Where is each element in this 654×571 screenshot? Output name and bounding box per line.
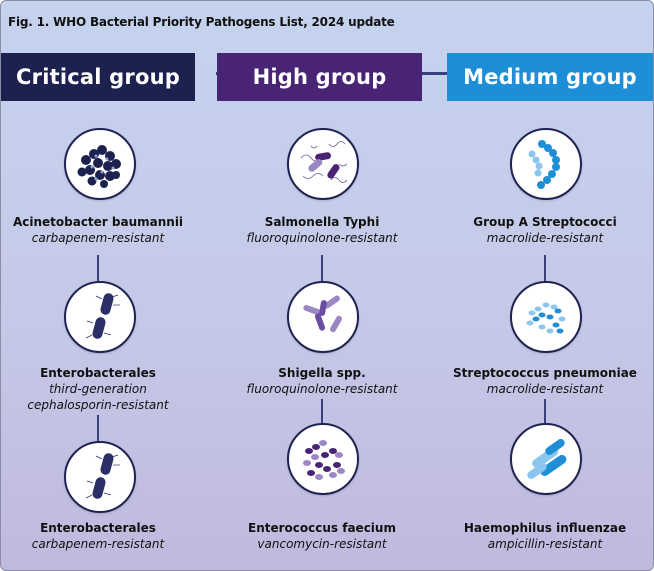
pathogen-label: Salmonella Typhi fluoroquinolone-resista… (217, 214, 427, 246)
high-group-header: High group (217, 53, 422, 101)
resistance-text: macrolide-resistant (486, 231, 604, 245)
pathogen-name: Acinetobacter baumannii (12, 215, 184, 229)
connector-line (97, 415, 99, 441)
pathogen-name: Enterobacterales (40, 521, 156, 535)
pathogen-name: Streptococcus pneumoniae (453, 366, 637, 380)
resistance-text: ampicillin-resistant (487, 537, 603, 551)
critical-group-header: Critical group (1, 53, 195, 101)
resistance-text: macrolide-resistant (486, 382, 604, 396)
connector-line (544, 399, 546, 423)
resistance-text: carbapenem-resistant (31, 537, 165, 551)
connector-line (321, 399, 323, 423)
shigella-icon (287, 281, 359, 353)
resistance-text: carbapenem-resistant (31, 231, 165, 245)
resistance-text: fluoroquinolone-resistant (246, 382, 398, 396)
salmonella-icon (287, 128, 359, 200)
connector-line (544, 255, 546, 281)
pathogen-label: Group A Streptococci macrolide-resistant (440, 214, 650, 246)
pathogen-label: Enterococcus faecium vancomycin-resistan… (217, 520, 427, 552)
enterobacterales-icon (64, 281, 136, 353)
pathogen-label: Streptococcus pneumoniae macrolide-resis… (440, 365, 650, 397)
pathogen-name: Enterobacterales (40, 366, 156, 380)
pathogen-label: Enterobacterales carbapenem-resistant (1, 520, 203, 552)
enterobacterales-icon (64, 441, 136, 513)
pathogen-label: Acinetobacter baumannii carbapenem-resis… (1, 214, 203, 246)
resistance-text: cephalosporin-resistant (27, 398, 169, 412)
pathogen-name: Salmonella Typhi (264, 215, 380, 229)
medium-group-header: Medium group (447, 53, 653, 101)
pathogen-name: Shigella spp. (278, 366, 366, 380)
resistance-text: third-generation (49, 382, 147, 396)
haemophilus-icon (510, 423, 582, 495)
resistance-text: vancomycin-resistant (257, 537, 387, 551)
pathogen-name: Enterococcus faecium (248, 521, 396, 535)
pneumococcus-icon (510, 281, 582, 353)
streptococci-chain-icon (510, 128, 582, 200)
resistance-text: fluoroquinolone-resistant (246, 231, 398, 245)
pathogen-name: Group A Streptococci (473, 215, 617, 229)
pathogen-name: Haemophilus influenzae (463, 521, 627, 535)
enterococcus-icon (287, 423, 359, 495)
pathogen-label: Enterobacterales third-generation cephal… (1, 365, 203, 413)
connector-line (321, 255, 323, 281)
pathogen-label: Haemophilus influenzae ampicillin-resist… (440, 520, 650, 552)
connector-line (97, 255, 99, 281)
acinetobacter-icon (64, 128, 136, 200)
figure-title: Fig. 1. WHO Bacterial Priority Pathogens… (8, 15, 395, 29)
pathogen-label: Shigella spp. fluoroquinolone-resistant (217, 365, 427, 397)
